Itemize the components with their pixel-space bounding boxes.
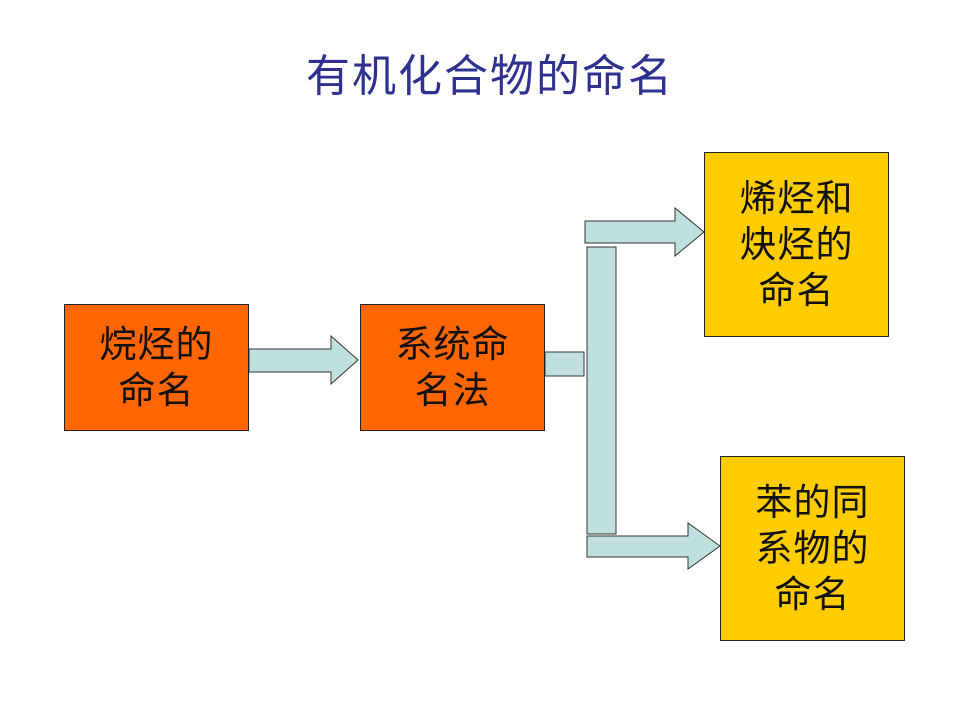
arrow-to-benzene (586, 522, 721, 570)
benzene-homolog-naming-box: 苯的同 系物的 命名 (720, 456, 905, 641)
connector-stub (544, 351, 585, 377)
arrow-to-alkene (584, 206, 705, 258)
alkene-alkyne-naming-box: 烯烃和 炔烃的 命名 (704, 152, 889, 337)
alkene-box-line1: 烯烃和 (739, 176, 854, 220)
benzene-box-line3: 命名 (774, 572, 851, 616)
alkane-naming-box: 烷烃的 命名 (64, 304, 249, 431)
benzene-box-line2: 系物的 (755, 526, 870, 570)
system-box-line1: 系统命 (395, 322, 510, 366)
systematic-naming-box: 系统命 名法 (360, 304, 545, 431)
system-box-line2: 名法 (414, 368, 491, 412)
alkane-box-line2: 命名 (118, 368, 195, 412)
page-title: 有机化合物的命名 (306, 51, 674, 102)
alkene-box-line2: 炔烃的 (739, 222, 854, 266)
alkene-box-line3: 命名 (758, 268, 835, 312)
connector-vertical-bar (586, 246, 617, 535)
alkane-box-line1: 烷烃的 (99, 322, 214, 366)
arrow-alkane-to-system (248, 334, 359, 386)
benzene-box-line1: 苯的同 (755, 480, 870, 524)
